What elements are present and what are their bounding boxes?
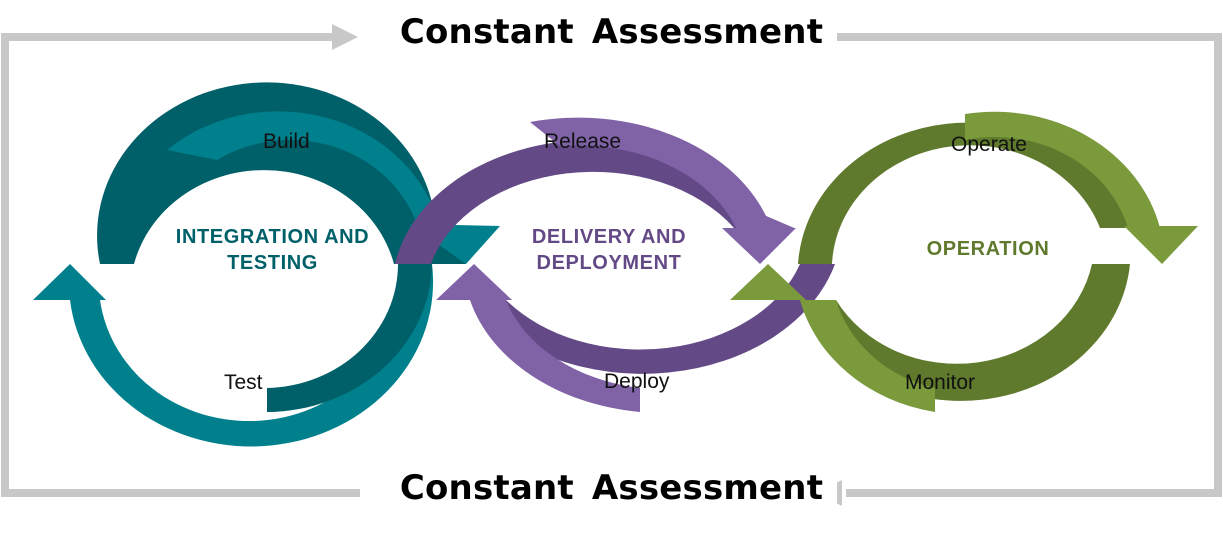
deploy-arrowhead-icon xyxy=(436,264,512,300)
step-label-monitor: Monitor xyxy=(905,371,976,394)
deploy-arc-highlight xyxy=(470,300,640,412)
bottom-heading: Constant Assessment xyxy=(0,468,1223,508)
test-arrowhead-icon xyxy=(33,264,106,300)
frame-top-left-line xyxy=(1,33,360,497)
step-label-release: Release xyxy=(544,130,622,153)
deploy-arc xyxy=(470,264,835,374)
frame-top-right-line xyxy=(814,33,1222,497)
step-label-deploy: Deploy xyxy=(604,370,670,393)
delivery-deployment-title: DELIVERY AND DEPLOYMENT xyxy=(531,226,687,274)
operate-arc-highlight xyxy=(965,111,1160,228)
build-arc xyxy=(97,82,467,265)
operation-cycle xyxy=(730,111,1198,412)
step-label-test: Test xyxy=(224,371,263,394)
release-arc-highlight xyxy=(530,117,794,228)
step-label-operate: Operate xyxy=(951,133,1027,156)
operation-title: OPERATION xyxy=(926,238,1050,260)
operate-arc xyxy=(798,122,1130,264)
build-arc-highlight xyxy=(167,111,466,264)
step-label-build: Build xyxy=(263,130,310,153)
monitor-arc-highlight xyxy=(800,300,935,412)
release-arrowhead-icon xyxy=(722,228,796,264)
top-heading-text: Constant Assessment xyxy=(385,12,838,52)
integration-testing-title: INTEGRATION AND TESTING xyxy=(175,226,370,274)
top-heading: Constant Assessment xyxy=(0,12,1223,52)
delivery-deployment-cycle xyxy=(395,117,835,412)
bottom-heading-text: Constant Assessment xyxy=(385,468,838,508)
test-arc xyxy=(70,264,434,447)
monitor-arrowhead-icon xyxy=(730,264,806,300)
arrow-right-icon xyxy=(332,24,358,50)
test-arc-shade xyxy=(267,264,432,412)
operate-arrowhead-icon xyxy=(1124,226,1198,264)
